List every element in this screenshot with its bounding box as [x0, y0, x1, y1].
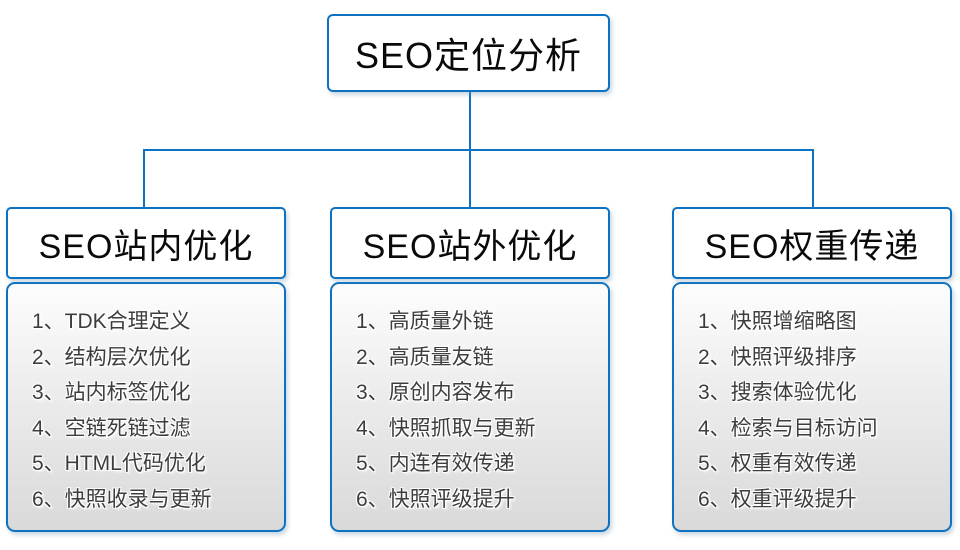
- connector-drop-middle: [469, 149, 471, 208]
- list-item: 4、检索与目标访问: [698, 416, 878, 440]
- column-header-box: SEO权重传递: [672, 207, 952, 279]
- root-node-seo-positioning: SEO定位分析: [327, 14, 610, 92]
- item-list: 1、快照增缩略图 2、快照评级排序 3、搜索体验优化 4、检索与目标访问 5、权…: [698, 304, 942, 517]
- list-item: 3、搜索体验优化: [698, 381, 857, 404]
- column-title: SEO站内优化: [38, 227, 254, 266]
- list-item: 5、HTML代码优化: [32, 452, 206, 475]
- column-body-box: 1、高质量外链 2、高质量友链 3、原创内容发布 4、快照抓取与更新 5、内连有…: [330, 282, 610, 532]
- column-header-box: SEO站外优化: [330, 207, 610, 279]
- item-list: 1、高质量外链 2、高质量友链 3、原创内容发布 4、快照抓取与更新 5、内连有…: [356, 304, 600, 517]
- item-list: 1、TDK合理定义 2、结构层次优化 3、站内标签优化 4、空链死链过滤 5、H…: [32, 304, 276, 517]
- column-header-box: SEO站内优化: [6, 207, 286, 279]
- list-item: 6、快照收录与更新: [32, 487, 212, 511]
- list-item: 1、高质量外链: [356, 310, 494, 333]
- connector-root-stem: [469, 92, 471, 150]
- column-body-box: 1、快照增缩略图 2、快照评级排序 3、搜索体验优化 4、检索与目标访问 5、权…: [672, 282, 952, 532]
- connector-drop-left: [143, 149, 145, 208]
- list-item: 3、站内标签优化: [32, 381, 191, 404]
- list-item: 2、高质量友链: [356, 345, 494, 369]
- column-title: SEO站外优化: [362, 227, 578, 266]
- list-item: 6、权重评级提升: [698, 487, 857, 511]
- connector-horizontal-bar: [143, 149, 814, 151]
- list-item: 5、内连有效传递: [356, 452, 515, 475]
- list-item: 6、快照评级提升: [356, 487, 515, 511]
- column-body-box: 1、TDK合理定义 2、结构层次优化 3、站内标签优化 4、空链死链过滤 5、H…: [6, 282, 286, 532]
- list-item: 4、快照抓取与更新: [356, 416, 536, 440]
- root-node-title: SEO定位分析: [354, 35, 583, 76]
- list-item: 5、权重有效传递: [698, 452, 857, 475]
- list-item: 2、结构层次优化: [32, 345, 191, 369]
- connector-drop-right: [812, 149, 814, 208]
- list-item: 2、快照评级排序: [698, 345, 857, 369]
- list-item: 1、TDK合理定义: [32, 310, 191, 333]
- column-title: SEO权重传递: [704, 227, 920, 266]
- list-item: 1、快照增缩略图: [698, 310, 857, 333]
- list-item: 4、空链死链过滤: [32, 416, 191, 440]
- list-item: 3、原创内容发布: [356, 381, 515, 404]
